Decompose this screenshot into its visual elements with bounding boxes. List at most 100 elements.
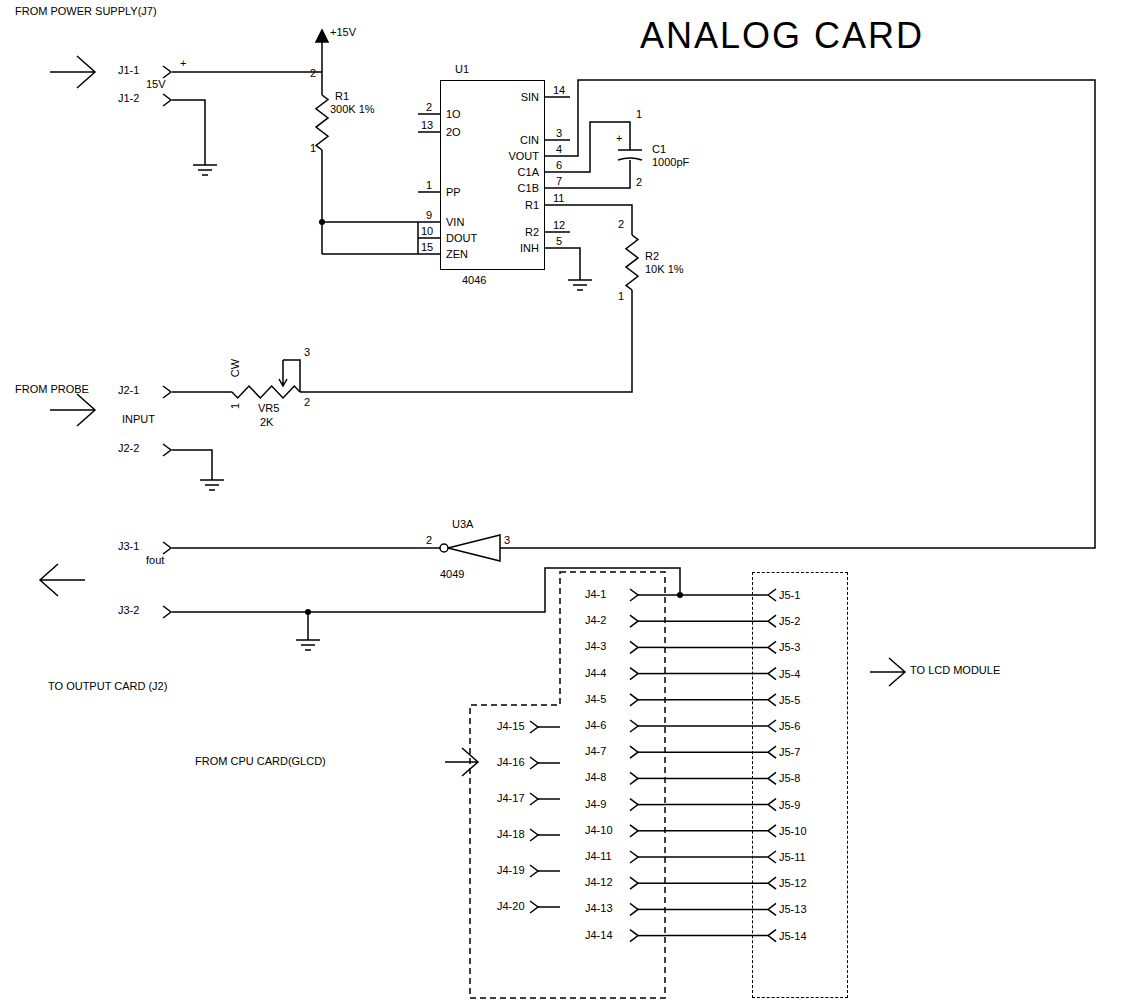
schematic-label: 1 [618, 290, 624, 302]
pin-name: DOUT [446, 232, 477, 244]
pin-name: J4-7 [585, 745, 606, 757]
pin-stub [638, 804, 665, 806]
pin-stub [638, 751, 665, 753]
connector-pin [630, 851, 638, 863]
wire [665, 751, 752, 753]
schematic-label: 15 [421, 241, 433, 253]
wire [665, 804, 752, 806]
schematic-label: FROM PROBE [15, 383, 89, 395]
input-arrow [445, 748, 478, 776]
connector-pin [752, 694, 776, 706]
pin-stub [638, 830, 665, 832]
schematic-label: + [616, 132, 622, 144]
schematic-label: INPUT [122, 413, 155, 425]
ground-symbol [296, 640, 320, 650]
pin-name: J4-5 [585, 693, 606, 705]
connector-pin [163, 606, 171, 618]
pin-stub [638, 699, 665, 701]
wire [172, 72, 322, 95]
wire [665, 830, 752, 832]
wiper-arrow [279, 360, 287, 386]
pin-name: J4-8 [585, 771, 606, 783]
pin-name: J4-16 [497, 756, 525, 768]
ground-symbol [568, 280, 592, 290]
junction-dot [319, 219, 325, 225]
schematic-label: C1 [652, 143, 666, 155]
pin-name: J4-6 [585, 719, 606, 731]
connector-pin [630, 825, 638, 837]
pin-name: J4-10 [585, 824, 613, 836]
pin-stub [638, 673, 665, 675]
schematic-label: R2 [645, 250, 659, 262]
resistor-symbol [316, 95, 328, 150]
connector-pin [630, 668, 638, 680]
pin-name: J4-19 [497, 864, 525, 876]
input-arrow [50, 394, 95, 426]
capacitor-symbol [618, 150, 642, 160]
pin-name: J4-12 [585, 876, 613, 888]
schematic-label: 15V [146, 78, 166, 90]
connector-pin [530, 901, 538, 913]
resistor-symbol [626, 235, 638, 290]
pin-stub [638, 725, 665, 727]
connector-housing: J5-1J5-2J5-3J5-4J5-5J5-6J5-7J5-8J5-9J5-1… [752, 572, 848, 998]
pin-name: 2O [446, 126, 461, 138]
connector-pin [630, 799, 638, 811]
input-arrow [50, 56, 95, 88]
connector-pin [752, 851, 776, 863]
connector-pin [752, 641, 776, 653]
connector-pin [752, 720, 776, 732]
wire [665, 778, 752, 780]
schematic-label: 1 [426, 179, 432, 191]
connector-pin [530, 829, 538, 841]
schematic-label: 2 [618, 218, 624, 230]
pin-name: J4-17 [497, 792, 525, 804]
pin-stub [638, 778, 665, 780]
schematic-label: U1 [455, 63, 469, 75]
pin-name: SIN [521, 91, 539, 103]
pin-stub [638, 620, 665, 622]
schematic-label: 12 [553, 219, 565, 231]
connector-pin [530, 757, 538, 769]
pin-name: J5-6 [779, 720, 800, 732]
wire [321, 42, 323, 72]
wire [665, 594, 752, 596]
ground-symbol [193, 165, 217, 175]
pin-name: J5-13 [779, 903, 807, 915]
schematic-label: 5 [556, 235, 562, 247]
pin-name: J5-10 [779, 825, 807, 837]
schematic-label: 2 [304, 396, 310, 408]
connector-outline [470, 572, 665, 998]
wire [665, 935, 752, 937]
connector-pin [752, 903, 776, 915]
schematic-label: J3-2 [118, 604, 139, 616]
pin-name: R1 [525, 199, 539, 211]
connector-pin [752, 615, 776, 627]
connector-pin [630, 772, 638, 784]
pin-name: PP [446, 186, 461, 198]
pin-name: R2 [525, 226, 539, 238]
schematic-label: R1 [335, 90, 349, 102]
pin-stub [538, 726, 560, 728]
potentiometer-symbol [232, 386, 300, 398]
schematic-label: 10K 1% [645, 263, 684, 275]
wire [570, 248, 580, 280]
schematic-label: 4 [556, 143, 562, 155]
schematic-label: fout [146, 554, 164, 566]
schematic-label: J2-1 [118, 384, 139, 396]
connector-outline [470, 572, 665, 998]
schematic-label: 9 [426, 209, 432, 221]
diagram-title: ANALOG CARD [640, 16, 924, 56]
connector-pin [530, 865, 538, 877]
inverter-symbol [448, 535, 500, 561]
schematic-label: CW [229, 359, 241, 377]
connector-pin [630, 694, 638, 706]
pin-stub [418, 114, 440, 192]
wire [300, 205, 632, 392]
wire [665, 647, 752, 649]
schematic-label: 2 [636, 176, 642, 188]
ic-box: 1O2OPPVINDOUTZENSINCINVOUTC1AC1BR1R2INH [440, 80, 545, 270]
pin-name: J5-4 [779, 668, 800, 680]
pin-stub [538, 834, 560, 836]
schematic-label: J3-1 [118, 540, 139, 552]
